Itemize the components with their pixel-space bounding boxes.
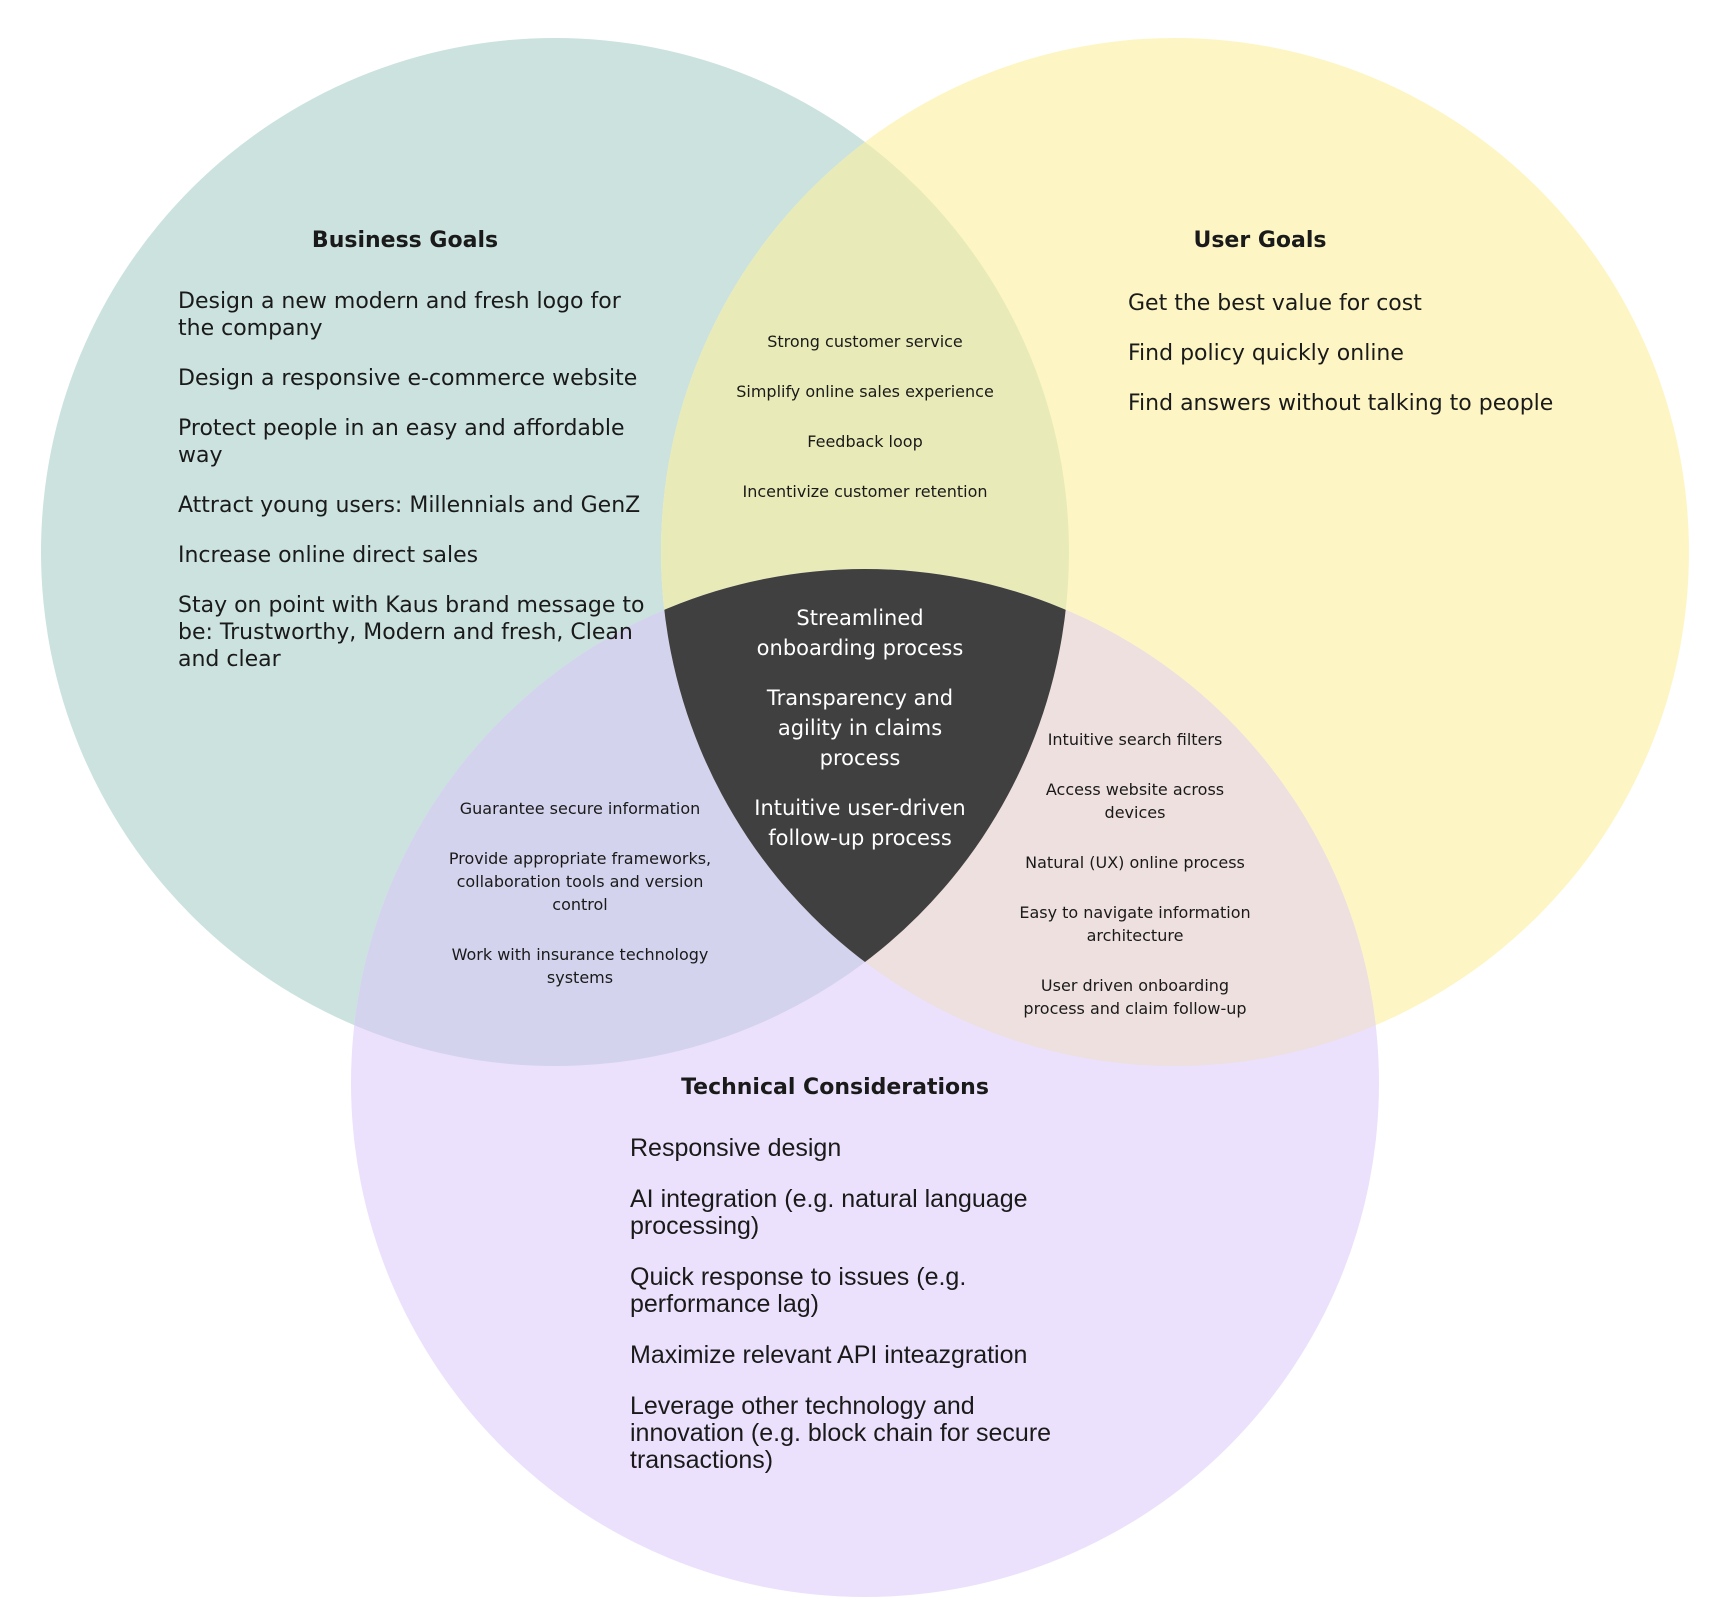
all-three-list: Streamlined onboarding process Transpare… [735,603,985,873]
list-item: AI integration (e.g. natural language pr… [630,1185,1028,1240]
list-item: Provide appropriate frameworks, collabor… [448,849,712,914]
technical-considerations-title: Technical Considerations [681,1075,989,1100]
technical-considerations-list: Responsive design AI integration (e.g. n… [630,1135,1060,1498]
list-item: Guarantee secure information [459,799,701,818]
list-item: Leverage other technology and innovation… [630,1392,1052,1474]
list-item: Feedback loop [807,432,923,451]
list-item: Protect people in an easy and affordable… [178,416,625,468]
list-item: Maximize relevant API inteazgration [630,1341,1028,1369]
business-user-list: Strong customer service Simplify online … [715,330,1015,530]
list-item: Find answers without talking to people [1128,391,1554,416]
user-goals-title: User Goals [1193,228,1327,253]
list-item: Easy to navigate information architectur… [1019,903,1251,945]
business-goals-list: Design a new modern and fresh logo for t… [178,288,658,696]
list-item: Strong customer service [767,332,963,351]
list-item: Get the best value for cost [1128,291,1422,316]
user-technical-overlap [661,569,1379,1066]
list-item: Work with insurance technology systems [451,945,709,987]
business-technical-overlap [351,569,1069,1066]
list-item: Natural (UX) online process [1025,853,1245,872]
user-technical-list: Intuitive search filters Access website … [1015,728,1255,1047]
list-item: Increase online direct sales [178,543,479,568]
list-item: Simplify online sales experience [736,382,994,401]
list-item: Intuitive user-driven follow-up process [754,796,966,850]
list-item: Design a new modern and fresh logo for t… [178,289,621,341]
business-technical-list: Guarantee secure information Provide app… [440,797,720,1016]
list-item: Intuitive search filters [1047,730,1223,749]
list-item: Streamlined onboarding process [756,606,964,660]
list-item: User driven onboarding process and claim… [1023,976,1247,1018]
list-item: Transparency and agility in claims proce… [766,686,954,770]
list-item: Access website across devices [1045,780,1225,822]
list-item: Design a responsive e-commerce website [178,366,638,391]
list-item: Attract young users: Millennials and Gen… [178,493,641,518]
list-item: Stay on point with Kaus brand message to… [178,593,645,672]
user-goals-list: Get the best value for cost Find policy … [1128,290,1588,440]
list-item: Find policy quickly online [1128,341,1404,366]
list-item: Incentivize customer retention [742,482,988,501]
list-item: Quick response to issues (e.g. performan… [630,1263,967,1318]
list-item: Responsive design [630,1134,842,1162]
business-goals-title: Business Goals [311,228,499,253]
